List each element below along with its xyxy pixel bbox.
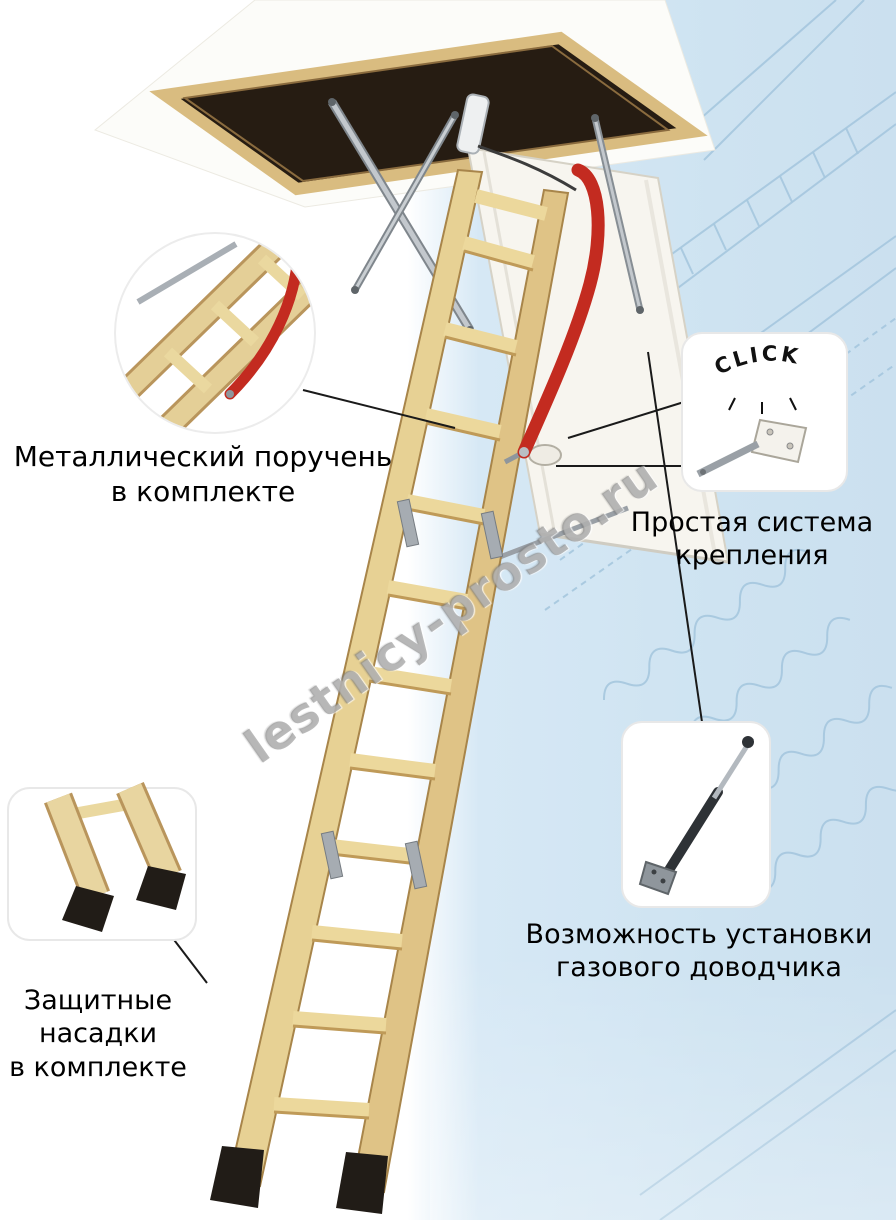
inset-foot-cap [136, 866, 186, 910]
inset-foot-cap [62, 886, 114, 932]
inset-gas-strut [621, 721, 771, 908]
mounting-block [528, 444, 562, 466]
inset-feet-caps [62, 866, 186, 932]
ladder-rung [405, 494, 486, 523]
ladder-rung [424, 408, 502, 439]
metal-handrail [503, 163, 605, 465]
inset-feet [7, 782, 197, 941]
inset-rung [210, 300, 260, 347]
foot-cap-right [336, 1152, 388, 1214]
label-gas: Возможность установки газового доводчика [505, 918, 893, 985]
handrail-red-bar [517, 163, 605, 459]
label-mounting-line2: крепления [675, 540, 829, 572]
label-handrail-line2: в комплекте [110, 474, 296, 508]
support-rod [491, 505, 629, 563]
label-feet: Защитные насадки в комплекте [2, 984, 194, 1084]
click-bracket [750, 418, 808, 464]
hinge-plate [404, 840, 428, 890]
ladder-rung [330, 839, 419, 863]
ladder-rung [443, 322, 518, 354]
ladder [210, 168, 570, 1214]
inset-metal-arm [136, 241, 238, 305]
label-handrail: Металлический поручень в комплекте [8, 440, 398, 509]
label-gas-line1: Возможность установки [525, 919, 873, 950]
label-feet-line3: в комплекте [9, 1051, 187, 1083]
hinge-plate [396, 498, 420, 548]
inset-feet-rail [46, 793, 108, 901]
spring-latch [456, 93, 490, 155]
ladder-rung [292, 1011, 387, 1032]
click-metal-strip [696, 440, 760, 478]
foot-cap-left [210, 1146, 264, 1208]
callout-line-handrail [302, 389, 456, 429]
section-hinges [320, 498, 504, 890]
ladder-rung [474, 189, 548, 221]
gas-cylinder [659, 787, 723, 883]
latch-cable [477, 144, 577, 192]
label-feet-line2: насадки [38, 1018, 158, 1050]
inset-feet-rail [118, 783, 180, 881]
ladder-rung [386, 580, 469, 608]
ladder-rung [367, 666, 453, 693]
click-emphasis-dashes [728, 397, 797, 414]
ladder-rung [311, 925, 403, 948]
inset-click: CLICK [681, 332, 848, 492]
hatch-frame-inner-edge [182, 44, 671, 183]
hinge-plate [320, 830, 344, 880]
callout-line-click-a [567, 401, 685, 439]
protective-feet [210, 1146, 388, 1214]
label-feet-line1: Защитные [23, 985, 173, 1016]
inset-rail [161, 265, 315, 433]
hinge-plate [480, 510, 504, 560]
ladder-rung [349, 753, 436, 778]
hatch-opening [149, 31, 708, 196]
inset-rung [163, 347, 213, 394]
ladder-rung [462, 236, 535, 269]
callout-line-gas [647, 351, 703, 723]
label-mounting: Простая система крепления [612, 506, 892, 573]
label-gas-line2: газового доводчика [556, 952, 842, 984]
gas-piston [711, 736, 755, 800]
ladder-rungs [273, 189, 548, 1120]
gas-bracket [638, 860, 678, 896]
label-mounting-line1: Простая система [630, 507, 874, 538]
label-handrail-line1: Металлический поручень [13, 440, 393, 473]
ladder-rung [273, 1097, 370, 1117]
